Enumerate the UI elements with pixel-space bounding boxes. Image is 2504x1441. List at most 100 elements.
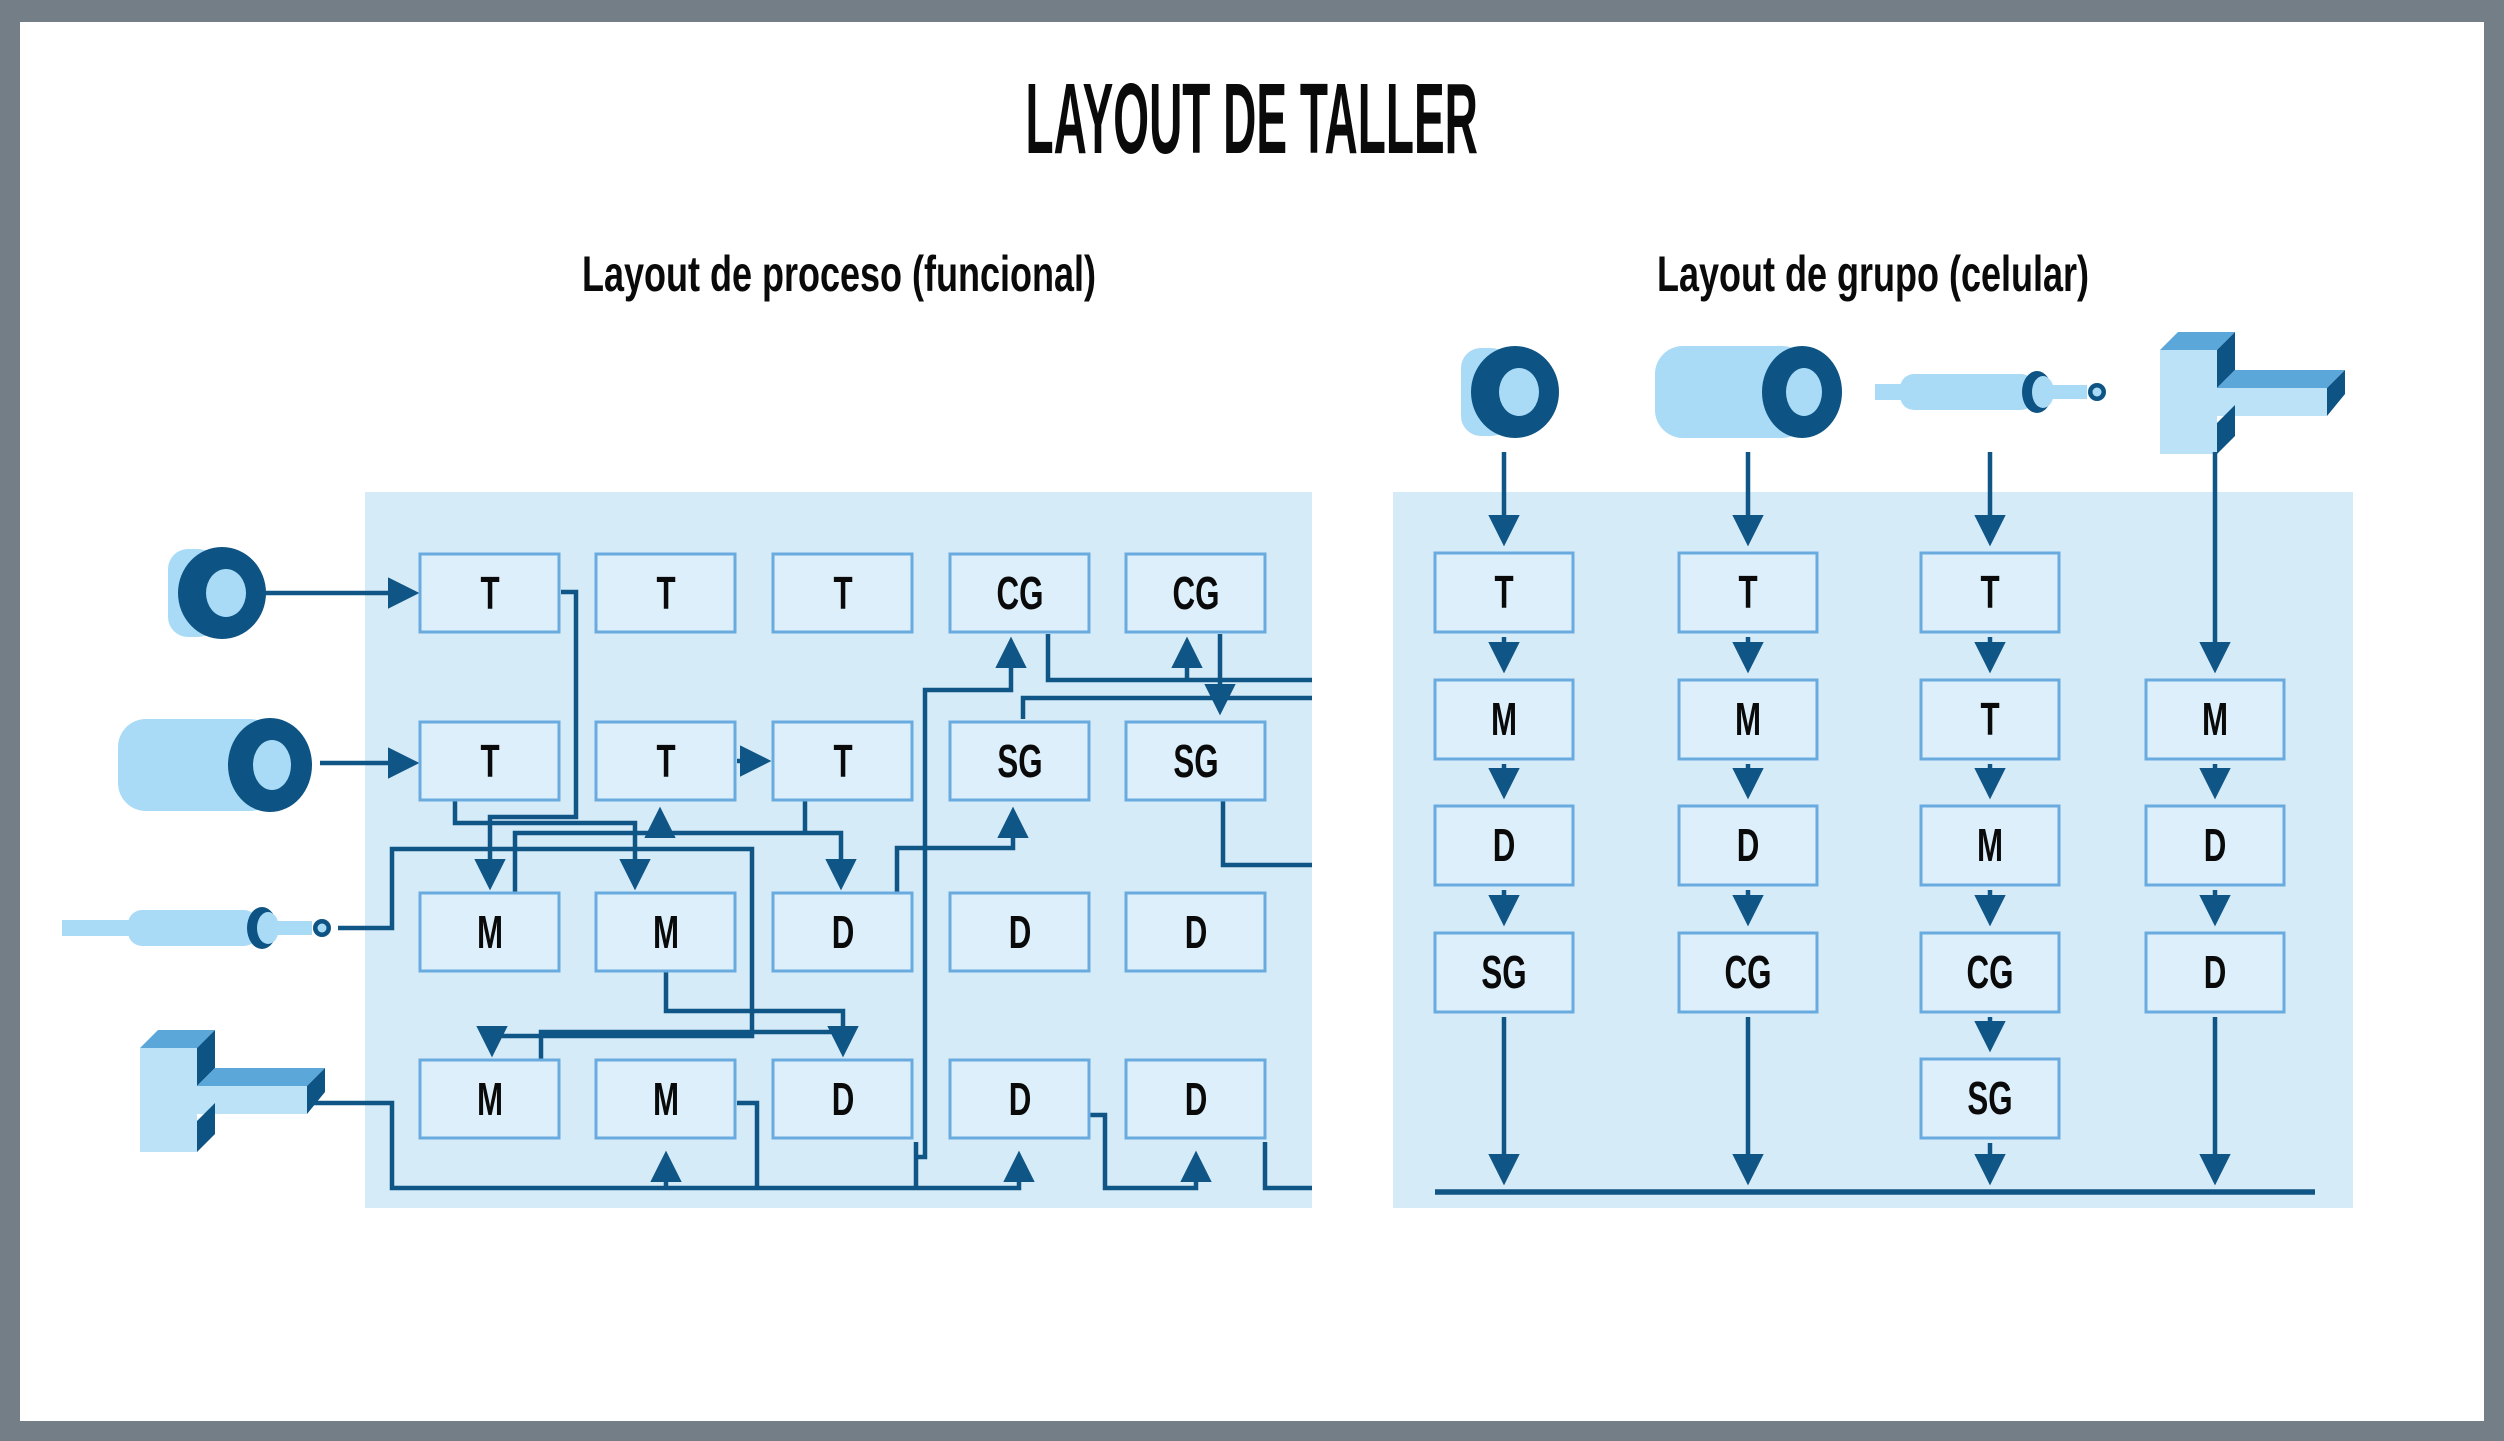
flow-arrow xyxy=(338,846,755,1058)
machine-box xyxy=(1919,804,2061,887)
ring-part-icon xyxy=(168,547,266,639)
flow-arrow xyxy=(312,1100,1035,1191)
machine-label: M xyxy=(2202,694,2228,745)
flow-line xyxy=(1220,800,1312,868)
machine-label: T xyxy=(656,736,675,787)
flow-arrow xyxy=(474,589,579,891)
machine-label: D xyxy=(1185,1074,1208,1125)
machine-box xyxy=(1919,551,2061,634)
machine-label: CG xyxy=(997,568,1044,619)
machine-label: M xyxy=(1977,820,2003,871)
machine-label: T xyxy=(1980,567,1999,618)
machine-label: SG xyxy=(1967,1073,2012,1124)
flow-arrow xyxy=(452,800,651,891)
cylinder-part-icon xyxy=(1655,346,1842,438)
page-title-text: LAYOUT DE TALLER xyxy=(1025,63,1479,175)
machine-box xyxy=(948,1058,1091,1140)
machine-label: M xyxy=(653,907,679,958)
machine-box xyxy=(948,552,1091,634)
machine-label: SG xyxy=(1173,736,1218,787)
machine-label: M xyxy=(653,1074,679,1125)
left-panel-subtitle: Layout de proceso (funcional) xyxy=(581,246,1096,302)
machine-label: D xyxy=(1009,907,1032,958)
machine-label: D xyxy=(1493,820,1516,871)
page-title: LAYOUT DE TALLER xyxy=(0,64,2504,174)
machine-label: D xyxy=(832,1074,855,1125)
machine-box xyxy=(771,891,914,973)
block-part-icon xyxy=(140,1030,325,1152)
machine-box xyxy=(1677,678,1819,761)
machine-label: T xyxy=(833,568,852,619)
machine-label: T xyxy=(833,736,852,787)
machine-box xyxy=(1433,551,1575,634)
machine-box xyxy=(771,720,914,802)
machine-box xyxy=(1124,1058,1267,1140)
machine-box xyxy=(948,891,1091,973)
machine-label: D xyxy=(832,907,855,958)
machine-label: M xyxy=(1491,694,1517,745)
group-machine-boxes: T M D SG T M D CG T T M CG SG xyxy=(1433,551,2286,1140)
machine-box xyxy=(1919,931,2061,1014)
flow-line xyxy=(538,1029,838,1060)
cylinder-part-icon xyxy=(118,718,312,812)
machine-box xyxy=(418,891,561,973)
machine-box xyxy=(1124,720,1267,802)
flow-arrow xyxy=(1089,1112,1212,1191)
group-flow-arrows xyxy=(1435,452,2315,1195)
machine-label: SG xyxy=(997,736,1042,787)
machine-box xyxy=(1433,931,1575,1014)
process-machine-boxes: T T T CG CG T T T SG SG M M D xyxy=(418,552,1267,1140)
machine-label: T xyxy=(1494,567,1513,618)
machine-box xyxy=(594,891,737,973)
machine-box xyxy=(594,720,737,802)
machine-label: D xyxy=(2204,820,2227,871)
machine-label: SG xyxy=(1481,947,1526,998)
flow-line xyxy=(737,1100,760,1188)
flow-line xyxy=(1262,1142,1312,1191)
machine-box xyxy=(948,720,1091,802)
machine-box xyxy=(1433,804,1575,887)
machine-label: D xyxy=(1737,820,1760,871)
machine-label: D xyxy=(1185,907,1208,958)
machine-box xyxy=(1124,552,1267,634)
ring-part-icon xyxy=(1461,346,1559,438)
machine-label: CG xyxy=(1725,947,1772,998)
machine-box xyxy=(2144,804,2286,887)
flow-arrow xyxy=(512,830,857,893)
machine-box xyxy=(1919,1057,2061,1140)
machine-box xyxy=(418,552,561,634)
machine-label: CG xyxy=(1173,568,1220,619)
machine-label: T xyxy=(656,568,675,619)
machine-box xyxy=(594,552,737,634)
machine-label: D xyxy=(2204,947,2227,998)
flow-line xyxy=(1045,634,1312,683)
machine-label: M xyxy=(1735,694,1761,745)
shaft-part-icon xyxy=(62,907,331,949)
machine-box xyxy=(1124,891,1267,973)
right-panel-subtitle: Layout de grupo (celular) xyxy=(1656,246,2090,302)
machine-label: M xyxy=(477,1074,503,1125)
machine-label: T xyxy=(480,568,499,619)
machine-label: M xyxy=(477,907,503,958)
machine-box xyxy=(1677,804,1819,887)
machine-label: CG xyxy=(1967,947,2014,998)
flow-arrow xyxy=(663,971,859,1058)
machine-box xyxy=(1677,551,1819,634)
machine-box xyxy=(1433,678,1575,761)
shaft-part-icon xyxy=(1875,371,2106,413)
flow-arrow xyxy=(916,636,1027,1160)
machine-box xyxy=(771,552,914,634)
machine-label: T xyxy=(1980,694,1999,745)
machine-label: T xyxy=(480,736,499,787)
machine-box xyxy=(418,1058,561,1140)
machine-label: T xyxy=(1738,567,1757,618)
machine-box xyxy=(771,1058,914,1140)
machine-box xyxy=(418,720,561,802)
machine-box xyxy=(1919,678,2061,761)
machine-label: D xyxy=(1009,1074,1032,1125)
process-flow-arrows xyxy=(262,577,1312,1191)
machine-box xyxy=(594,1058,737,1140)
machine-box xyxy=(2144,678,2286,761)
